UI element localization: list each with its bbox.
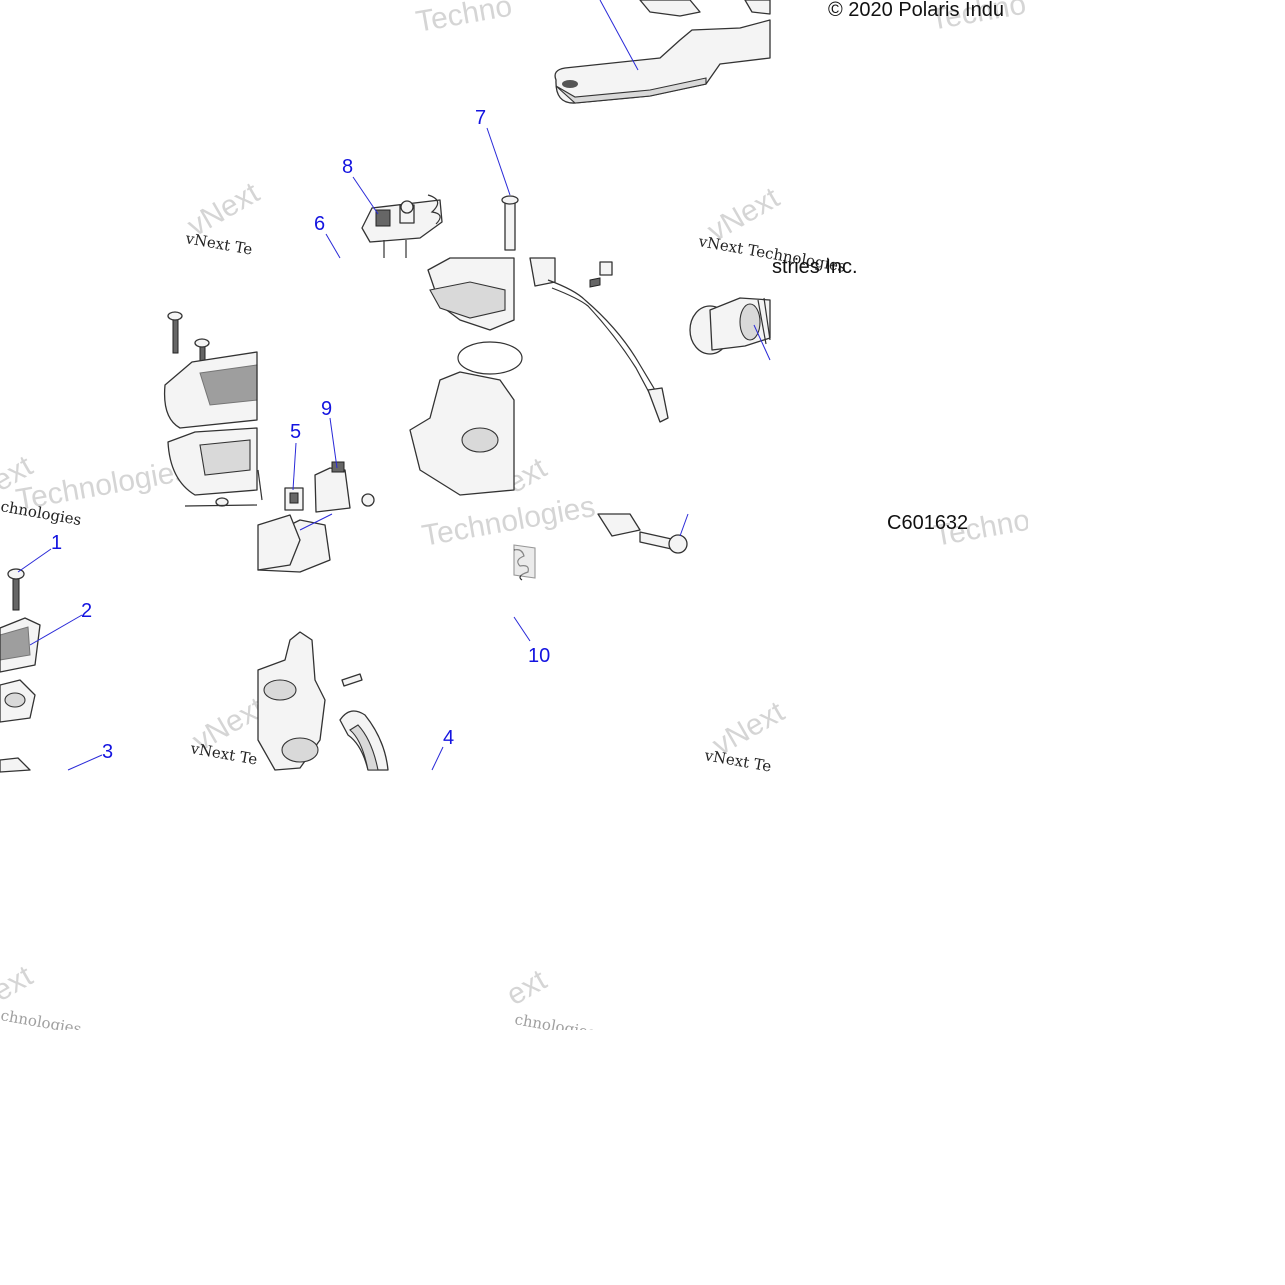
figure-id: C601632 — [887, 512, 968, 534]
callout-3: 3 — [102, 741, 113, 763]
part-8-adjuster — [361, 194, 443, 258]
cap-assembly-lower — [0, 568, 41, 773]
copyright-fragment: stries Inc. — [772, 256, 858, 278]
leader-lines — [17, 127, 771, 771]
callouts: 1 2 3 4 5 6 7 8 9 10 — [51, 107, 550, 763]
bolt — [597, 513, 688, 554]
callout-8: 8 — [342, 156, 353, 178]
part-5-fitting — [284, 487, 304, 511]
part-4-pad — [339, 710, 389, 771]
banjo-bolt — [689, 297, 771, 355]
copyright-top: © 2020 Polaris Indu — [828, 0, 1004, 21]
master-cylinder-cap-upper — [163, 311, 263, 507]
caliper-lower — [257, 514, 363, 771]
callout-6: 6 — [314, 213, 325, 235]
callout-7: 7 — [475, 107, 486, 129]
brake-lever-arm — [554, 0, 771, 104]
callout-4: 4 — [443, 727, 454, 749]
part-10-spring — [513, 544, 536, 581]
callout-1: 1 — [51, 532, 62, 554]
part-7-pin — [501, 195, 519, 251]
callout-5: 5 — [290, 421, 301, 443]
brake-line — [529, 257, 669, 423]
part-9-clip — [314, 461, 375, 513]
callout-10: 10 — [528, 645, 550, 667]
callout-2: 2 — [81, 600, 92, 622]
callout-9: 9 — [321, 398, 332, 420]
